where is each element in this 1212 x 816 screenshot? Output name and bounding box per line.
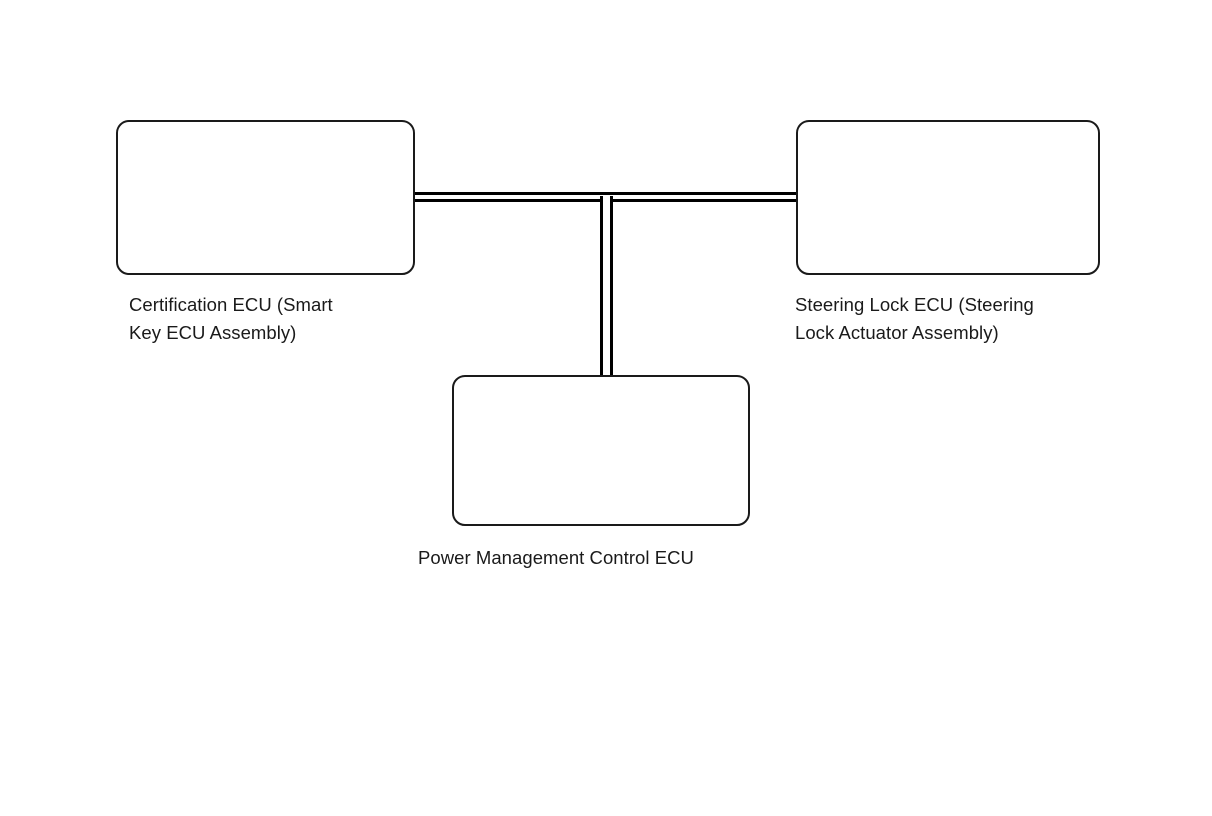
node-label-steering-lock-ecu: Steering Lock ECU (Steering Lock Actuato… [795, 294, 1034, 343]
node-certification-ecu[interactable] [116, 120, 415, 275]
node-power-management-ecu[interactable] [452, 375, 750, 526]
node-steering-lock-ecu[interactable] [796, 120, 1100, 275]
bus-t-junction [603, 198, 610, 204]
node-label-power-management-ecu: Power Management Control ECU [418, 547, 694, 568]
node-label-certification-ecu: Certification ECU (Smart Key ECU Assembl… [129, 294, 333, 343]
bus-line-vertical-drop [600, 196, 613, 377]
